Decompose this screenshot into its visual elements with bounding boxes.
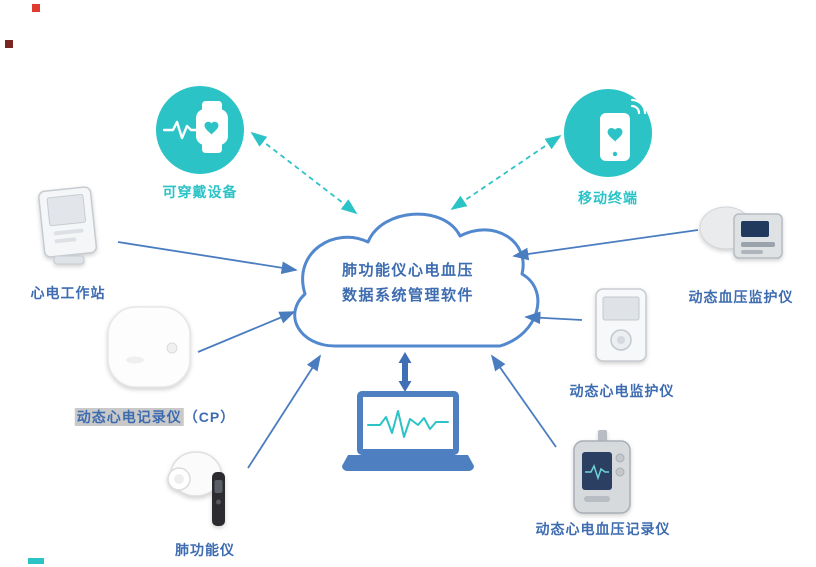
bp-monitor-image — [698, 194, 790, 275]
arrow-wearable-cloud-dashed — [250, 131, 358, 215]
mobile-node-circle — [564, 89, 652, 177]
ecg-workstation-label: 心电工作站 — [30, 285, 106, 301]
mobile-label: 移动终端 — [578, 190, 638, 206]
arrow-mobile-cloud-dashed — [450, 134, 562, 211]
wearable-label: 可穿戴设备 — [162, 184, 238, 200]
spirometer-label: 肺功能仪 — [175, 542, 235, 558]
wearable-node-circle — [156, 86, 244, 174]
smartwatch-heart-icon — [162, 101, 228, 153]
smartphone-heart-signal-icon — [600, 98, 647, 161]
cloud-title-line2: 数据系统管理软件 — [341, 287, 475, 304]
arrow-cloud-laptop-double — [398, 352, 412, 392]
laptop-ecg-icon — [342, 391, 474, 471]
cp-recorder-image — [103, 302, 195, 397]
artifact-dash-bottom-left — [28, 558, 44, 564]
artifact-dot-top-left — [32, 4, 40, 12]
cp-recorder-label-suffix: （CP） — [183, 409, 236, 425]
artifact-dot-left — [5, 40, 13, 48]
arrow-ecg-monitor-to-cloud — [524, 311, 583, 325]
arrow-cp-recorder-to-cloud — [197, 311, 296, 353]
ecg-monitor-image — [586, 286, 656, 369]
ecg-workstation-image — [26, 186, 110, 273]
laptop-illustration — [338, 391, 478, 480]
ecg-bp-recorder-image — [560, 428, 644, 523]
bp-monitor-label: 动态血压监护仪 — [688, 289, 794, 305]
cp-recorder-label-main: 动态心电记录仪 — [74, 408, 184, 426]
arrow-ecg-bp-recorder-to-cloud — [490, 354, 557, 448]
cloud-title: 肺功能仪心电血压 数据系统管理软件 — [342, 258, 474, 308]
arrow-bp-monitor-to-cloud — [512, 229, 699, 261]
arrow-spirometer-to-cloud — [247, 354, 321, 469]
ecg-bp-recorder-label: 动态心电血压记录仪 — [535, 521, 671, 537]
cloud-title-line1: 肺功能仪心电血压 — [341, 262, 475, 279]
ecg-monitor-label: 动态心电监护仪 — [569, 383, 675, 399]
arrow-workstation-to-cloud — [117, 241, 298, 274]
cp-recorder-label: 动态心电记录仪（CP） — [74, 407, 236, 427]
spirometer-image — [162, 444, 246, 539]
